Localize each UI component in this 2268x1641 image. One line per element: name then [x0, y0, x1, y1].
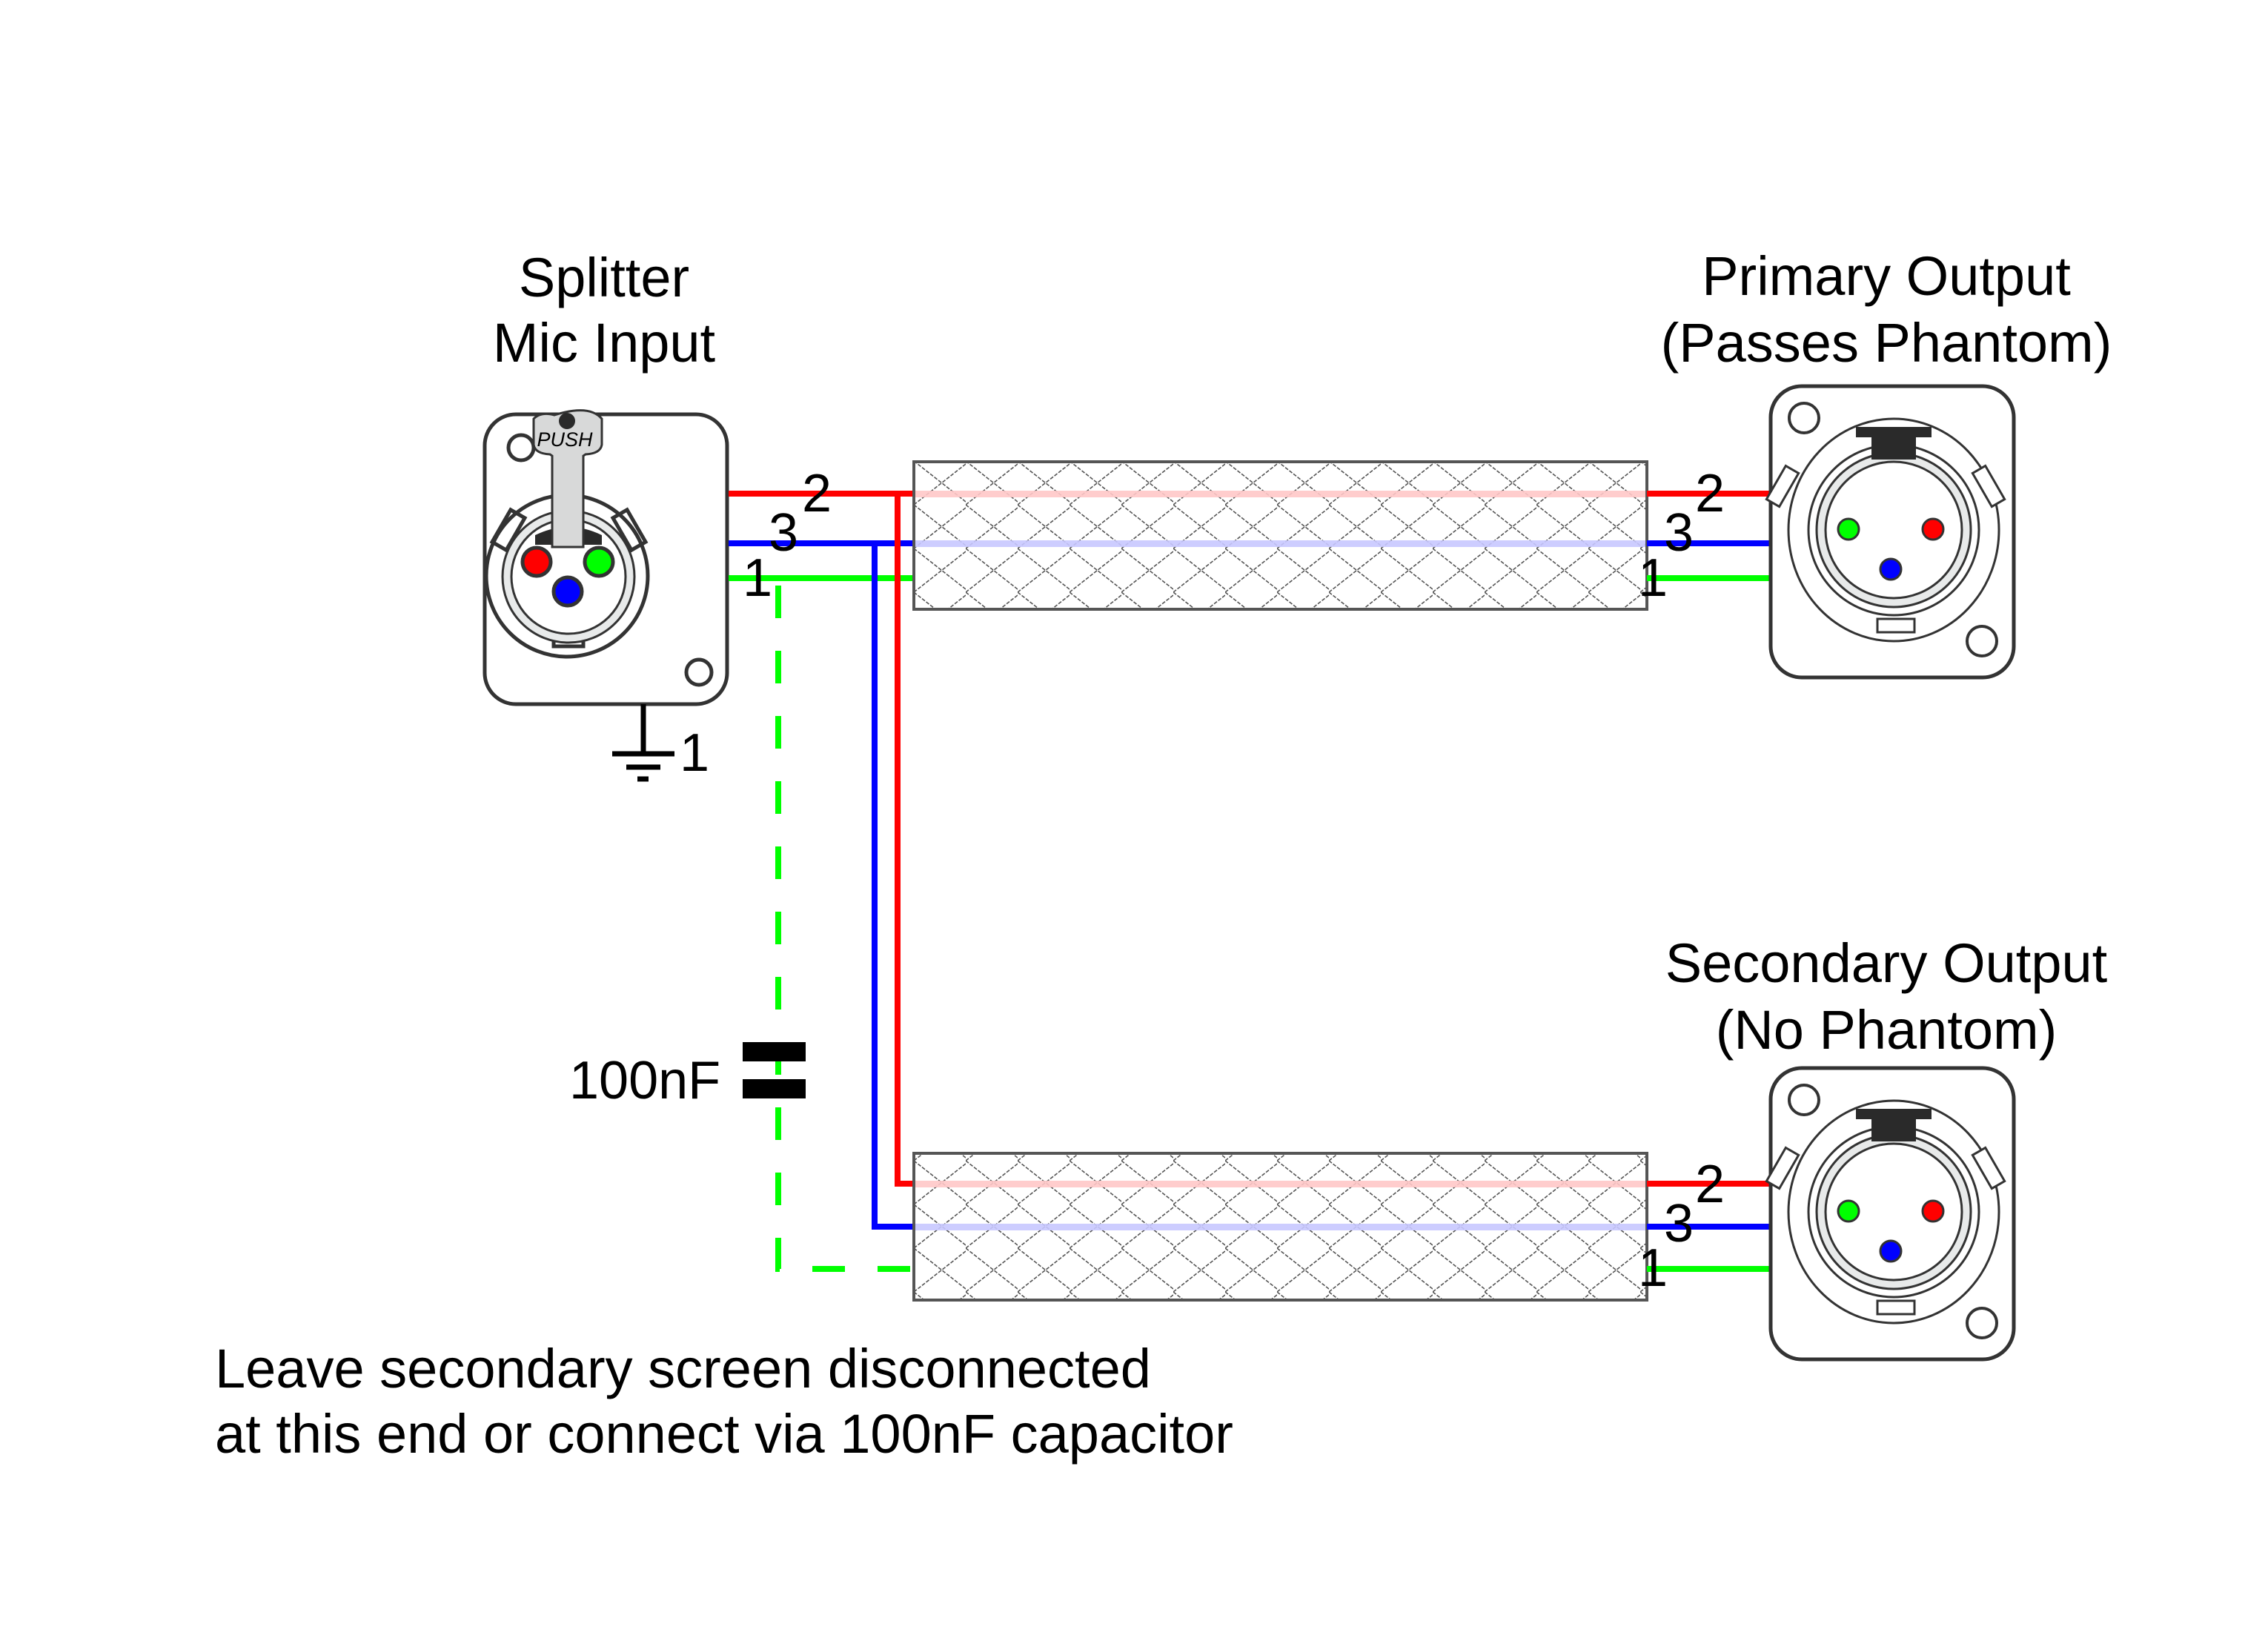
bottom-key: [1876, 617, 1916, 634]
input-title-line2: Mic Input: [493, 312, 716, 374]
pin1-contact: [1837, 517, 1860, 541]
secondary-output-wiring: [1647, 1181, 1770, 1272]
mounting-hole-icon: [1788, 1084, 1820, 1116]
connector-flange: [1787, 1099, 2000, 1325]
latch-icon: [1856, 427, 1932, 460]
push-latch-icon: [532, 409, 603, 548]
note-line2: at this end or connect via 100nF capacit…: [215, 1403, 1233, 1465]
pin3-branch-wire: [872, 543, 914, 1230]
mounting-hole-icon: [1788, 402, 1820, 434]
ground-pin-label: 1: [680, 723, 709, 783]
push-label: PUSH: [537, 428, 593, 451]
side-lug: [1765, 1146, 1800, 1190]
primary-pin1-label: 1: [1638, 548, 1668, 608]
secondary-output-xlr-connector: [1765, 1066, 2016, 1362]
secondary-cable: [912, 1152, 1648, 1302]
secondary-pin3-label: 3: [1664, 1194, 1694, 1253]
side-lug: [1765, 464, 1800, 508]
note-line1: Leave secondary screen disconnected: [215, 1338, 1151, 1399]
primary-title-line2: (Passes Phantom): [1661, 312, 2112, 374]
inner-ring: [1824, 460, 1963, 600]
pin1-contact: [583, 546, 615, 578]
primary-output-xlr-connector: [1765, 384, 2016, 680]
ground-icon: [612, 704, 674, 782]
secondary-pin1-label: 1: [1638, 1239, 1668, 1298]
pin3-contact: [551, 575, 584, 608]
primary-output-wiring: [1647, 491, 1770, 581]
bottom-key: [1876, 1299, 1916, 1316]
connector-flange: [1787, 417, 2000, 643]
primary-pin2-label: 2: [1695, 464, 1725, 523]
latch-icon: [1856, 1109, 1932, 1141]
capacitor-icon: [743, 1042, 806, 1098]
pin2-contact: [1921, 517, 1945, 541]
primary-pin3-label: 3: [1664, 503, 1694, 563]
pin1-contact: [1837, 1199, 1860, 1223]
mounting-hole-icon: [684, 657, 714, 687]
input-pin2-label: 2: [802, 464, 832, 523]
pin2-contact: [520, 546, 553, 578]
secondary-title-line2: (No Phantom): [1716, 999, 2058, 1061]
side-lug: [1971, 464, 2006, 508]
side-lug: [1971, 1146, 2006, 1190]
mounting-hole-icon: [1966, 1307, 1998, 1339]
input-title-line1: Splitter: [519, 247, 689, 308]
mounting-hole-icon: [506, 433, 536, 463]
input-pin3-label: 3: [769, 503, 798, 563]
inner-ring: [1824, 1142, 1963, 1282]
input-xlr-connector: PUSH: [483, 409, 729, 706]
capacitor-label: 100nF: [569, 1051, 720, 1110]
pin3-contact: [1879, 557, 1903, 581]
secondary-pin2-label: 2: [1695, 1155, 1725, 1214]
screen-dashed-link: [775, 586, 914, 1272]
pin3-contact: [1879, 1239, 1903, 1263]
input-pin1-label: 1: [743, 548, 772, 608]
secondary-title-line1: Secondary Output: [1665, 932, 2108, 994]
mounting-hole-icon: [1966, 625, 1998, 657]
primary-title-line1: Primary Output: [1702, 245, 2071, 307]
pin2-contact: [1921, 1199, 1945, 1223]
primary-cable: [912, 460, 1648, 611]
pin2-branch-wire: [895, 494, 914, 1187]
input-wiring: [729, 491, 914, 1272]
